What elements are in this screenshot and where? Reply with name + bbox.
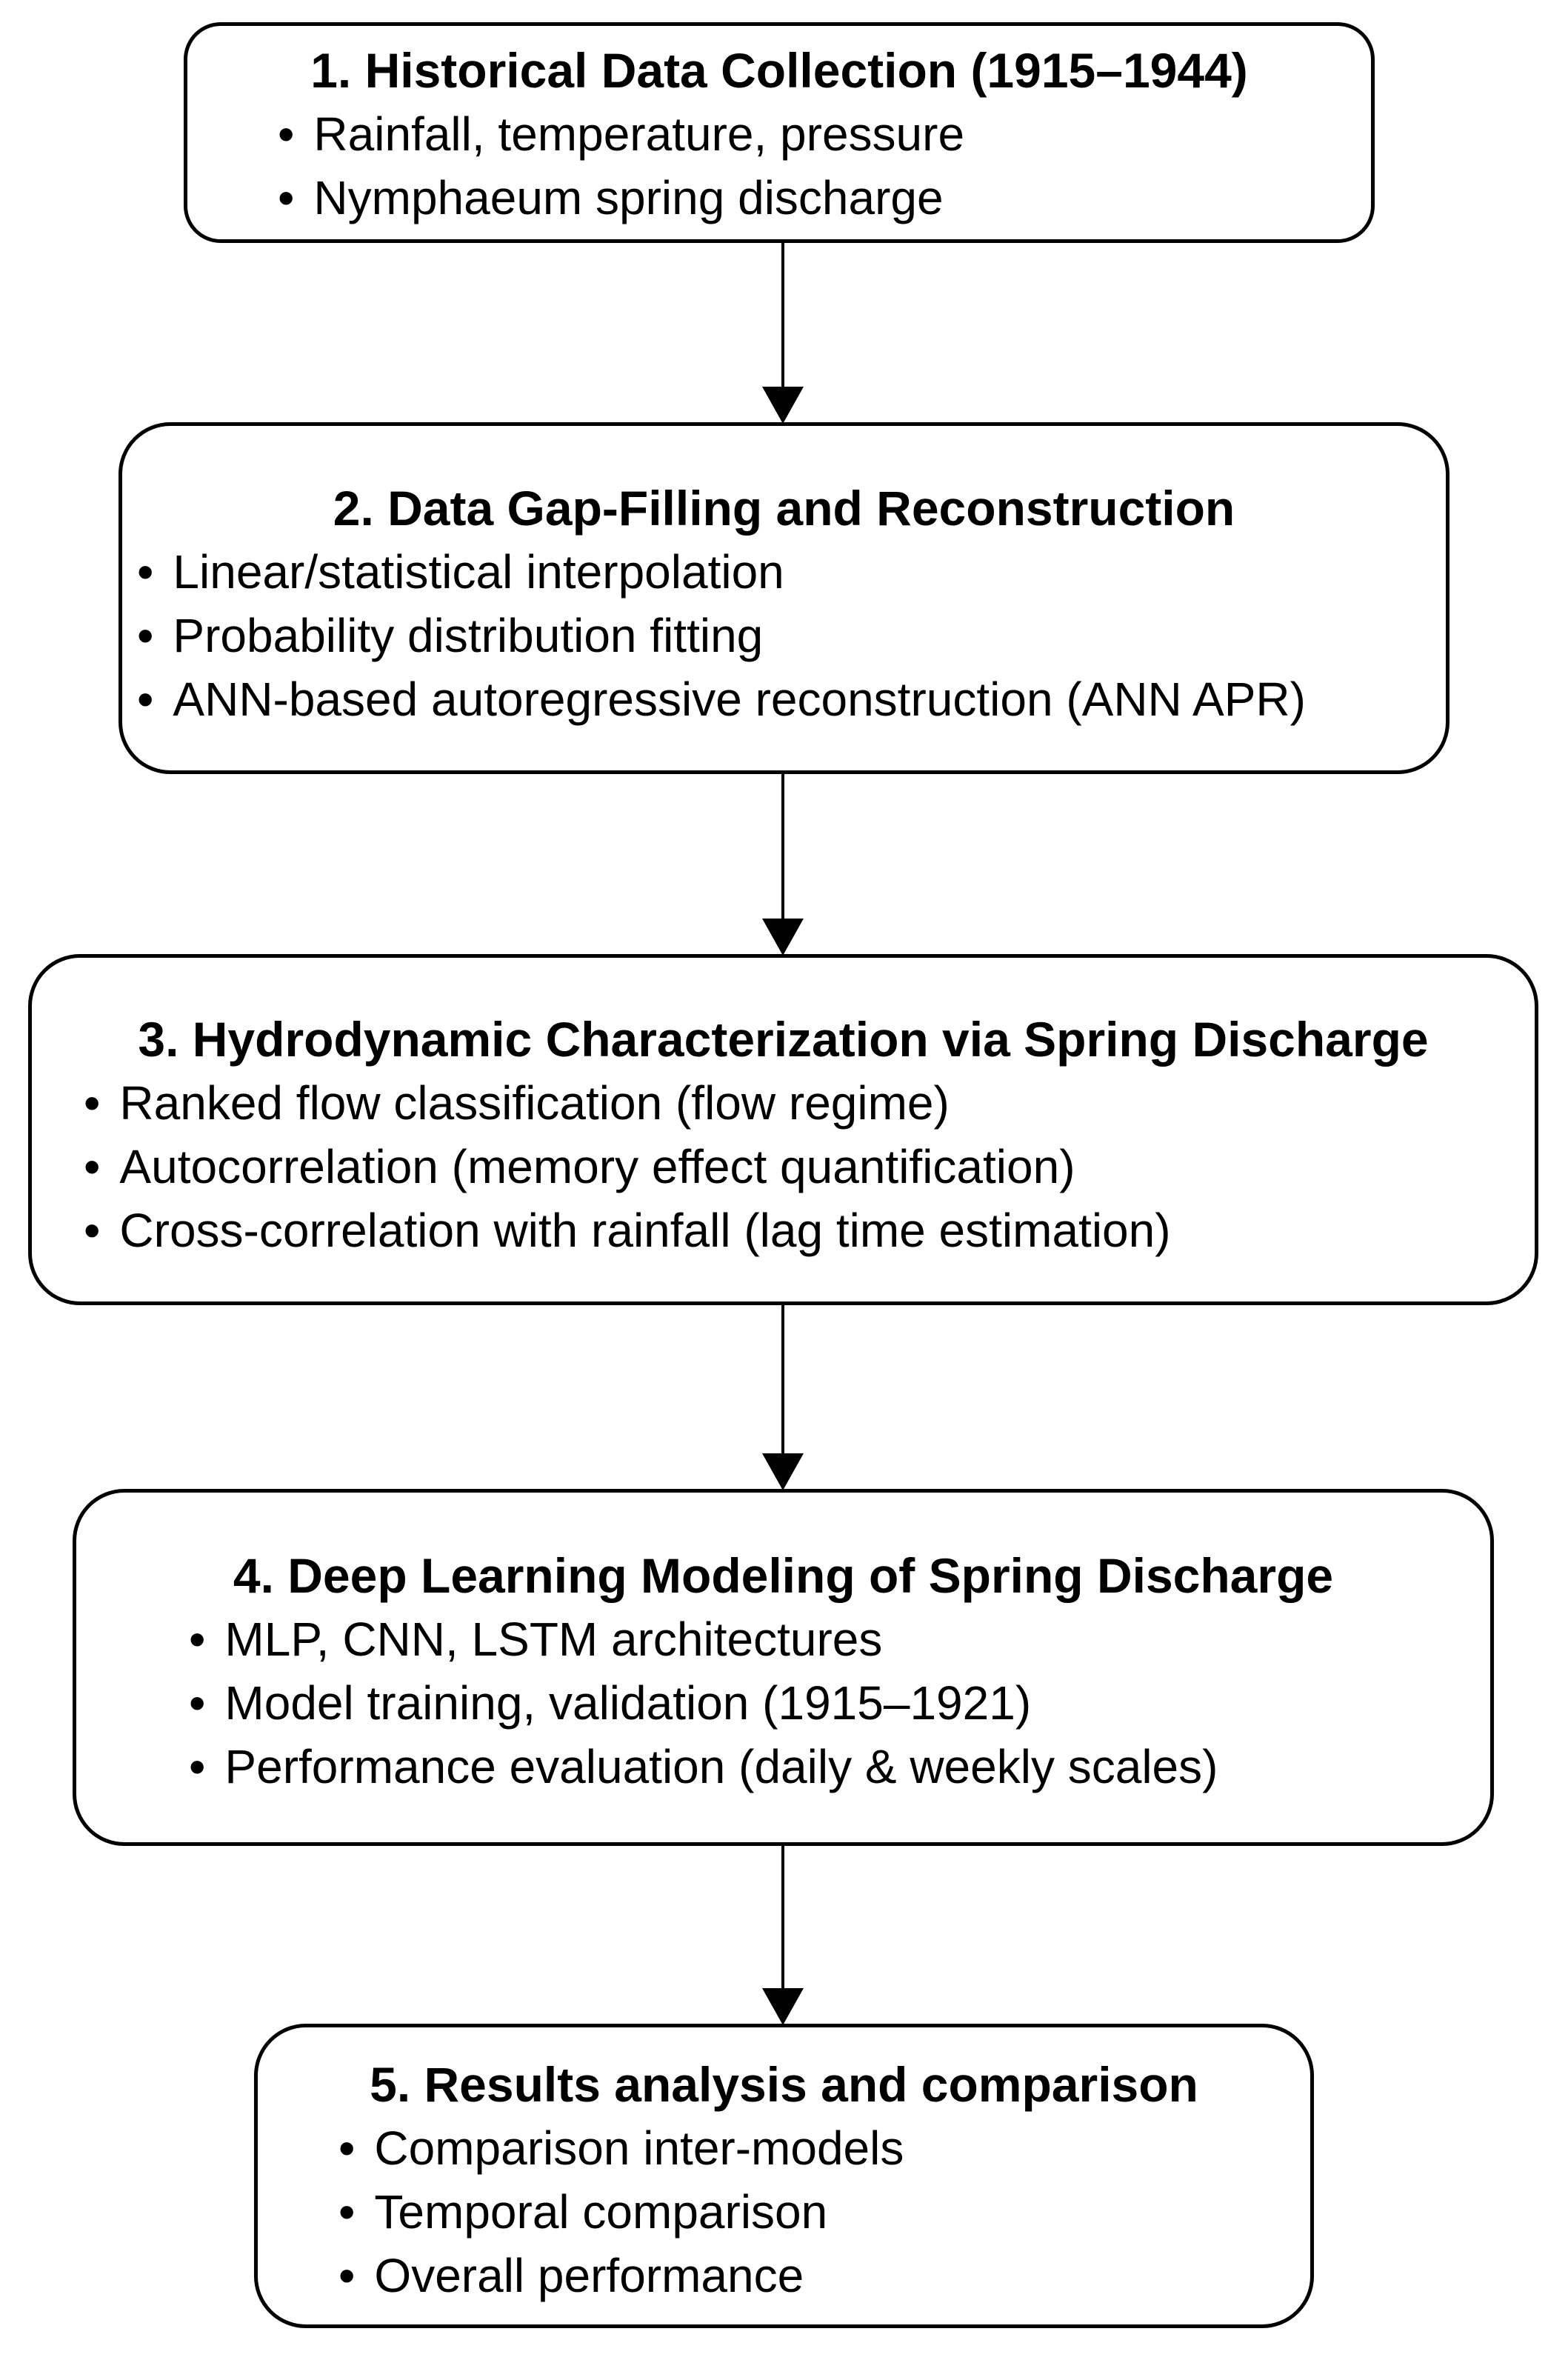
bullet-dot-icon: • [84, 1076, 101, 1130]
list-item: • Probability distribution fitting [137, 604, 1446, 667]
flow-arrow-3 [762, 1305, 804, 1490]
arrow-down-icon [762, 1988, 804, 2025]
bullet-text: Cross-correlation with rainfall (lag tim… [119, 1204, 1171, 1257]
flow-arrow-1 [762, 243, 804, 424]
bullet-dot-icon: • [189, 1676, 206, 1730]
flow-step-5-box: 5. Results analysis and comparison • Com… [254, 2024, 1314, 2328]
arrow-shaft [781, 774, 784, 923]
bullet-dot-icon: • [137, 672, 154, 726]
bullet-dot-icon: • [137, 608, 154, 662]
arrow-shaft [781, 1305, 784, 1458]
bullet-dot-icon: • [189, 1613, 206, 1666]
bullet-text: Autocorrelation (memory effect quantific… [119, 1140, 1075, 1193]
arrow-down-icon [762, 919, 804, 956]
bullet-text: Performance evaluation (daily & weekly s… [224, 1740, 1218, 1793]
bullet-text: Overall performance [374, 2248, 804, 2302]
bullet-dot-icon: • [338, 2121, 356, 2175]
step-5-bullets: • Comparison inter-models • Temporal com… [258, 2116, 1310, 2307]
bullet-text: Rainfall, temperature, pressure [313, 107, 965, 161]
bullet-text: Temporal comparison [374, 2184, 828, 2239]
list-item: • MLP, CNN, LSTM architectures [189, 1607, 1490, 1671]
step-1-bullets: • Rainfall, temperature, pressure • Nymp… [187, 102, 1371, 230]
list-item: • Model training, validation (1915–1921) [189, 1671, 1490, 1735]
bullet-dot-icon: • [137, 544, 154, 599]
flow-arrow-2 [762, 774, 804, 956]
arrow-shaft [781, 1846, 784, 1993]
list-item: • Temporal comparison [338, 2180, 1310, 2244]
arrow-shaft [781, 243, 784, 391]
list-item: • Ranked flow classification (flow regim… [84, 1071, 1535, 1135]
flow-step-4-box: 4. Deep Learning Modeling of Spring Disc… [73, 1489, 1494, 1846]
flow-step-3-box: 3. Hydrodynamic Characterization via Spr… [28, 954, 1538, 1305]
step-5-title: 5. Results analysis and comparison [370, 2056, 1198, 2112]
bullet-text: Comparison inter-models [374, 2121, 904, 2175]
step-3-title: 3. Hydrodynamic Characterization via Spr… [138, 1012, 1429, 1067]
step-1-title: 1. Historical Data Collection (1915–1944… [310, 43, 1248, 98]
list-item: • Autocorrelation (memory effect quantif… [84, 1135, 1535, 1199]
list-item: • Performance evaluation (daily & weekly… [189, 1735, 1490, 1799]
bullet-text: Probability distribution fitting [173, 608, 764, 662]
list-item: • Comparison inter-models [338, 2116, 1310, 2180]
bullet-dot-icon: • [338, 2184, 356, 2239]
flow-arrow-4 [762, 1846, 804, 2025]
step-3-bullets: • Ranked flow classification (flow regim… [32, 1071, 1535, 1262]
list-item: • Nymphaeum spring discharge [278, 166, 1371, 230]
step-2-title: 2. Data Gap-Filling and Reconstruction [333, 480, 1235, 536]
list-item: • Overall performance [338, 2244, 1310, 2307]
step-2-bullets: • Linear/statistical interpolation • Pro… [122, 540, 1446, 731]
list-item: • ANN-based autoregressive reconstructio… [137, 667, 1446, 731]
step-4-bullets: • MLP, CNN, LSTM architectures • Model t… [76, 1607, 1490, 1799]
step-4-title: 4. Deep Learning Modeling of Spring Disc… [233, 1548, 1334, 1603]
bullet-dot-icon: • [84, 1140, 101, 1193]
bullet-text: MLP, CNN, LSTM architectures [224, 1613, 883, 1666]
bullet-text: Model training, validation (1915–1921) [224, 1676, 1032, 1730]
bullet-text: Linear/statistical interpolation [173, 544, 784, 599]
list-item: • Linear/statistical interpolation [137, 540, 1446, 604]
bullet-dot-icon: • [84, 1204, 101, 1257]
bullet-text: Nymphaeum spring discharge [313, 171, 944, 224]
bullet-dot-icon: • [338, 2248, 356, 2302]
flow-step-1-box: 1. Historical Data Collection (1915–1944… [184, 22, 1375, 243]
bullet-text: ANN-based autoregressive reconstruction … [173, 672, 1306, 726]
list-item: • Cross-correlation with rainfall (lag t… [84, 1199, 1535, 1262]
list-item: • Rainfall, temperature, pressure [278, 102, 1371, 166]
arrow-down-icon [762, 387, 804, 424]
arrow-down-icon [762, 1453, 804, 1490]
flow-step-2-box: 2. Data Gap-Filling and Reconstruction •… [119, 422, 1449, 774]
bullet-text: Ranked flow classification (flow regime) [119, 1076, 950, 1130]
bullet-dot-icon: • [189, 1740, 206, 1793]
bullet-dot-icon: • [278, 171, 295, 224]
bullet-dot-icon: • [278, 107, 295, 161]
